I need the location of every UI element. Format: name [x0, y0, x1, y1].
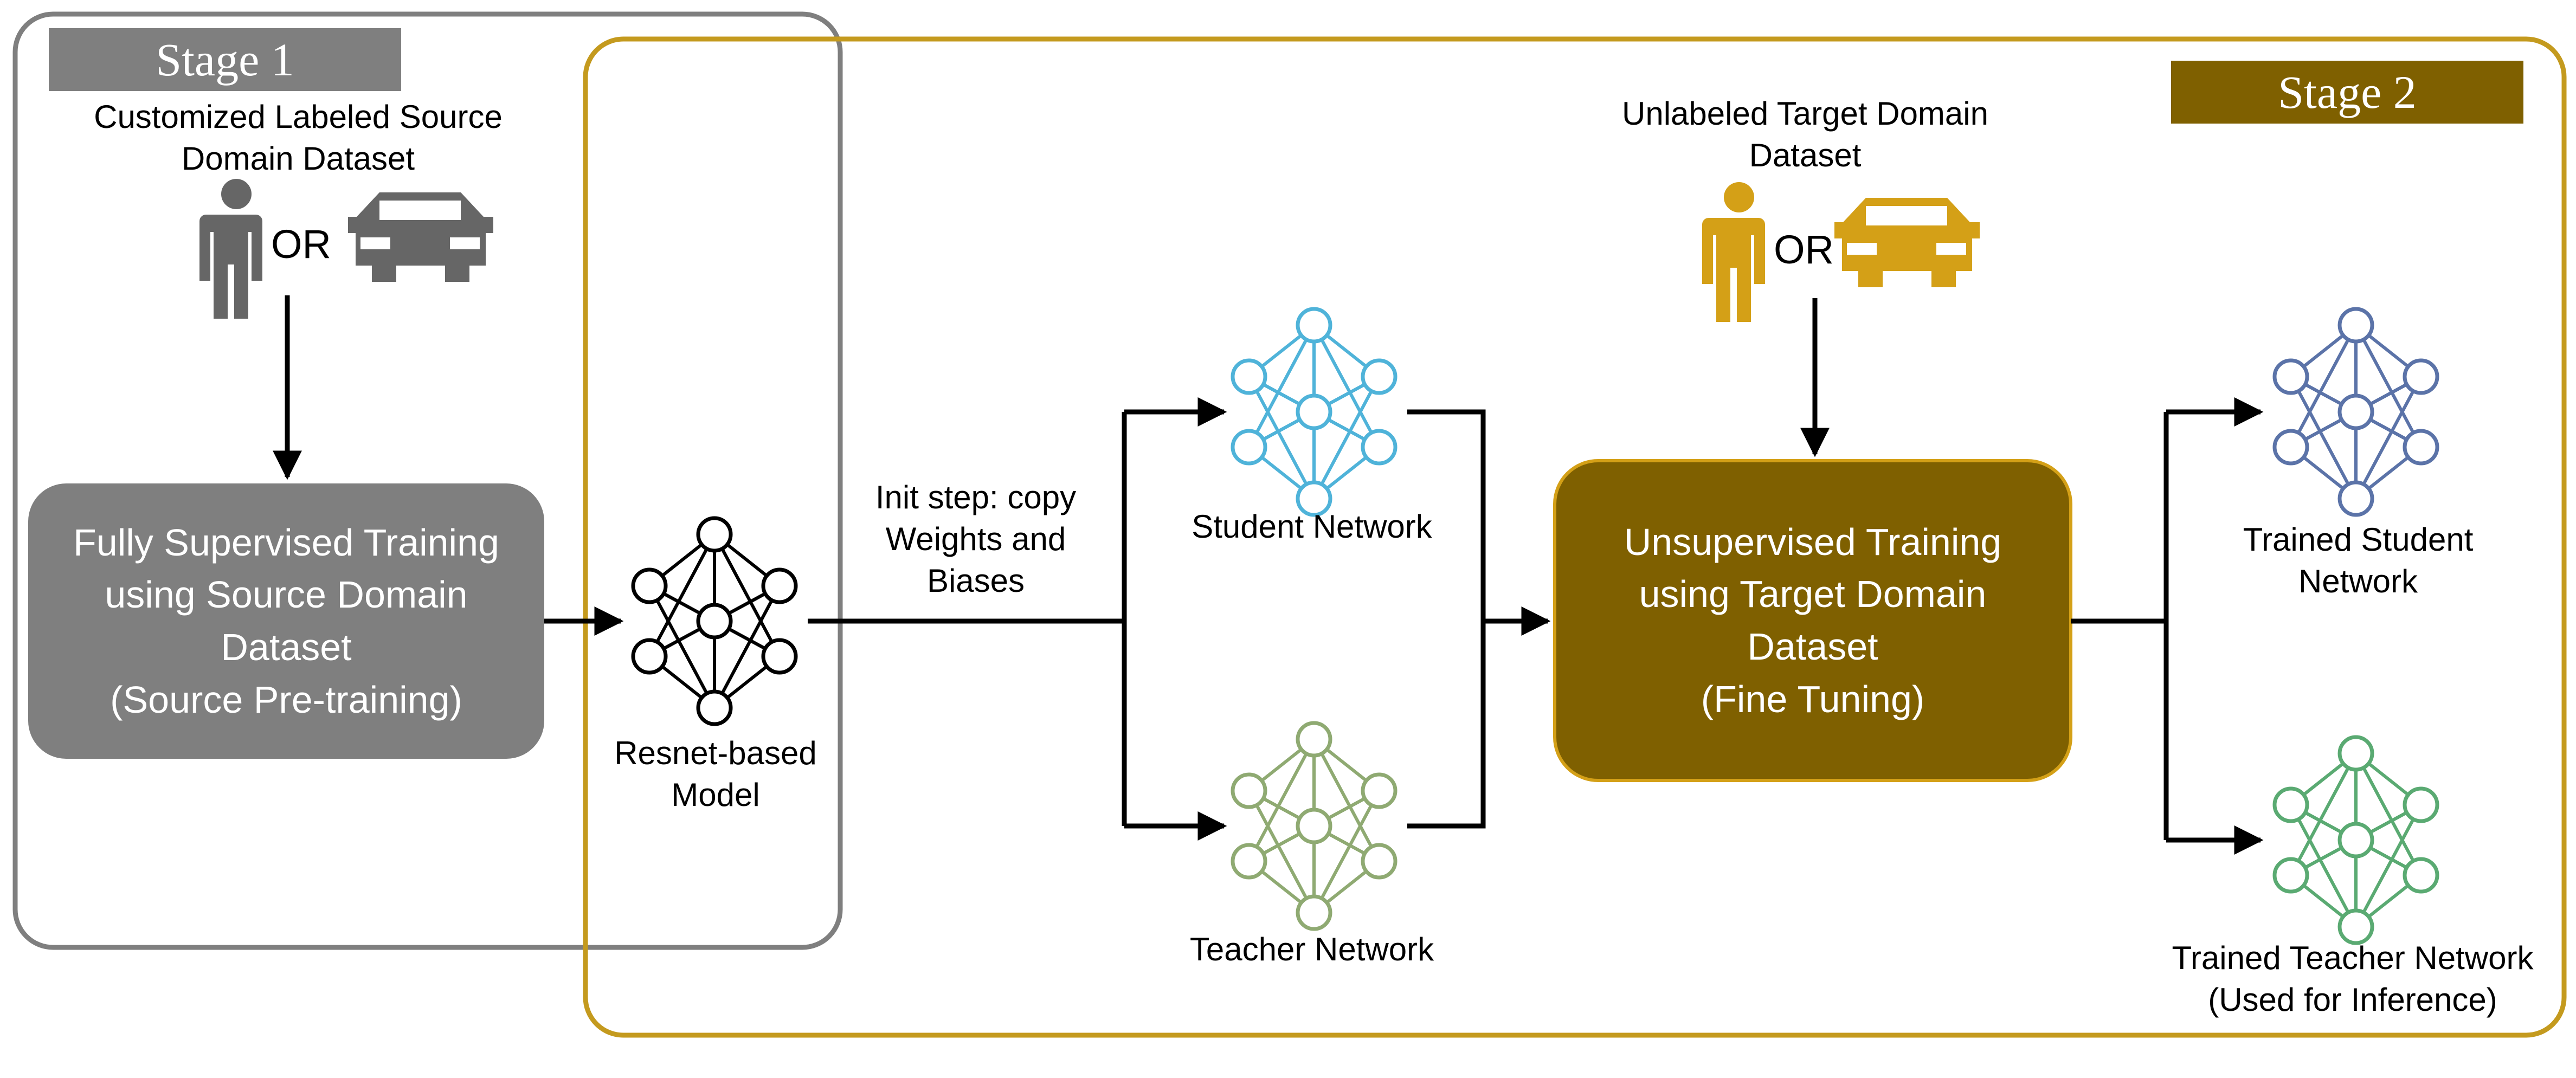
source-dataset-label: Customized Labeled Source Domain Dataset [94, 99, 503, 177]
stage2-header [2171, 61, 2523, 124]
supervised-box-text: Fully Supervised Training using Source D… [73, 521, 499, 721]
init-step-label: Init step: copy Weights and Biases [875, 479, 1077, 599]
teacher-network-icon [1231, 721, 1398, 931]
stage1-frame [12, 11, 843, 950]
trained-student-network-icon [2272, 307, 2439, 517]
source-car-icon [348, 192, 493, 282]
student-network-label: Student Network [1192, 508, 1432, 545]
supervised-training-box [28, 483, 544, 759]
stage1-title: Stage 1 [156, 34, 294, 86]
target-car-icon [1834, 198, 1980, 287]
trained-teacher-network-icon [2272, 735, 2439, 945]
student-network-icon [1231, 307, 1398, 517]
stage2-frame [583, 36, 2567, 1038]
resnet-label: Resnet-based Model [614, 735, 817, 813]
source-or-label: OR [271, 222, 331, 267]
target-dataset-label: Unlabeled Target Domain Dataset [1622, 95, 1988, 173]
trained-student-label: Trained Student Network [2243, 521, 2474, 599]
resnet-network-icon [631, 516, 798, 726]
target-person-icon [1702, 182, 1765, 322]
teacher-network-label: Teacher Network [1189, 931, 1434, 967]
connectors [273, 295, 2264, 855]
unsupervised-box-text: Unsupervised Training using Target Domai… [1624, 520, 2002, 720]
stage1-header [49, 28, 401, 91]
trained-teacher-label: Trained Teacher Network (Used for Infere… [2172, 940, 2534, 1018]
stage2-title: Stage 2 [2278, 66, 2417, 118]
source-person-icon [199, 179, 262, 319]
target-or-label: OR [1774, 227, 1834, 272]
